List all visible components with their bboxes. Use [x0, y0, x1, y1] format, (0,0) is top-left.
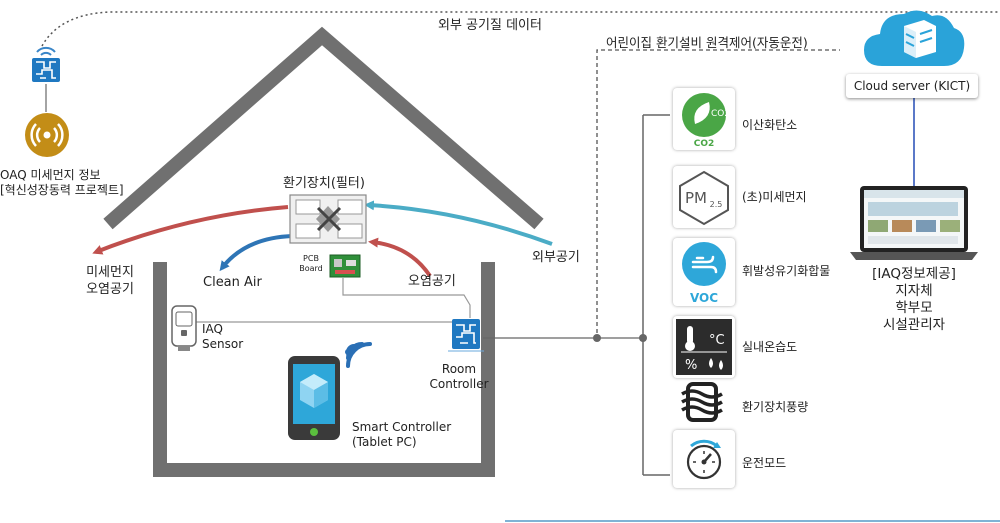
sensor-label-co2: 이산화탄소 [742, 118, 798, 132]
dial-icon [686, 439, 722, 480]
temp-icon-text: °C [709, 333, 725, 348]
outdoor-air-label: 외부공기 [532, 250, 580, 265]
pcb-label-line1: PCB [303, 254, 319, 263]
room-controller-line1: Room [441, 362, 477, 376]
dust-exhaust-label: 미세먼지 오염공기 [76, 264, 144, 298]
co2-icon: CO2 CO2 [682, 93, 730, 149]
polluted-air-arrow [368, 237, 432, 278]
house-body [153, 262, 495, 477]
voc-icon-text: VOC [690, 291, 718, 305]
oaq-broadcast-icon [24, 112, 70, 158]
room-controller-icon[interactable] [448, 313, 484, 355]
pm25-icon: PM 2.5 [679, 170, 729, 226]
thermometer-icon: °C % [676, 319, 732, 375]
pcb-wire [342, 278, 471, 318]
pcb-label-line2: Board [299, 264, 323, 273]
clean-air-label: Clean Air [203, 275, 262, 290]
ventilator-label: 환기장치(필터) [283, 176, 365, 191]
info-provide-line1: [IAQ정보제공] [872, 266, 956, 282]
exhaust-arrow [92, 205, 289, 255]
co2-icon-text: CO2 [711, 109, 730, 119]
sensor-label-pm25: (초)미세먼지 [742, 190, 807, 204]
room-controller-line2: Controller [429, 377, 489, 391]
pm25-icon-text: PM [685, 189, 707, 207]
co2-caption: CO2 [694, 139, 715, 149]
pcb-board-icon [329, 254, 361, 278]
oaq-info-line2: [혁신성장동력 프로젝트] [0, 183, 124, 197]
airflow-icon [678, 378, 726, 426]
sensor-tile-co2: CO2 CO2 [673, 88, 735, 150]
cloud-server-icon [862, 4, 966, 70]
humidity-icon-text: % [685, 358, 697, 373]
ventilator-icon [289, 194, 367, 244]
iaq-sensor-line2: Sensor [202, 337, 244, 351]
info-provide-line3: 학부모 [895, 300, 933, 316]
iaq-sensor-label: IAQ Sensor [202, 322, 243, 352]
voc-icon: VOC [682, 242, 726, 305]
sensor-tile-mode [673, 430, 735, 488]
tablet-icon[interactable] [288, 356, 340, 440]
smart-controller-line2: (Tablet PC) [352, 435, 417, 449]
iaq-sensor-icon [170, 304, 198, 352]
remote-control-dashed-line [596, 49, 840, 333]
pcb-label: PCB Board [296, 254, 326, 274]
sensor-tile-pm25: PM 2.5 [673, 166, 735, 228]
smart-controller-label: Smart Controller (Tablet PC) [352, 420, 451, 450]
info-provide-line4: 시설관리자 [882, 317, 946, 333]
sensor-tile-temp-humidity: °C % [673, 316, 735, 378]
remote-control-label: 어린이집 환기설비 원격제어(자동운전) [606, 35, 808, 50]
clean-air-arrow [219, 234, 293, 272]
sensor-label-airflow: 환기장치풍량 [742, 400, 809, 414]
dust-exhaust-line1: 미세먼지 [86, 265, 134, 280]
sensor-label-voc: 휘발성유기화합물 [742, 264, 831, 278]
sensor-tile-voc: VOC [673, 238, 735, 306]
outdoor-air-arrow [364, 200, 553, 246]
oaq-info-line1: OAQ 미세먼지 정보 [0, 168, 101, 182]
polluted-air-label: 오염공기 [408, 274, 456, 289]
room-controller-label: Room Controller [428, 362, 490, 392]
pm25-icon-sub: 2.5 [710, 200, 723, 209]
info-provide-line2: 지자체 [895, 283, 933, 299]
sensor-label-temp-humidity: 실내온습도 [742, 340, 798, 354]
info-provide-label: [IAQ정보제공] 지자체 학부모 시설관리자 [852, 266, 976, 334]
house-roof [103, 26, 544, 230]
wifi-icon [346, 342, 372, 368]
sensor-label-mode: 운전모드 [742, 456, 787, 470]
iaq-sensor-line1: IAQ [202, 322, 223, 336]
outdoor-data-dotted-line [41, 11, 1000, 47]
cloud-server-label: Cloud server (KICT) [846, 74, 978, 98]
oaq-info-label: OAQ 미세먼지 정보 [혁신성장동력 프로젝트] [0, 168, 124, 198]
laptop-icon [850, 186, 978, 262]
junction-dot [593, 334, 601, 342]
smart-controller-line1: Smart Controller [352, 420, 452, 434]
oaq-sensor-icon [28, 44, 64, 84]
dust-exhaust-line2: 오염공기 [86, 282, 134, 297]
outdoor-air-data-label: 외부 공기질 데이터 [438, 18, 542, 33]
